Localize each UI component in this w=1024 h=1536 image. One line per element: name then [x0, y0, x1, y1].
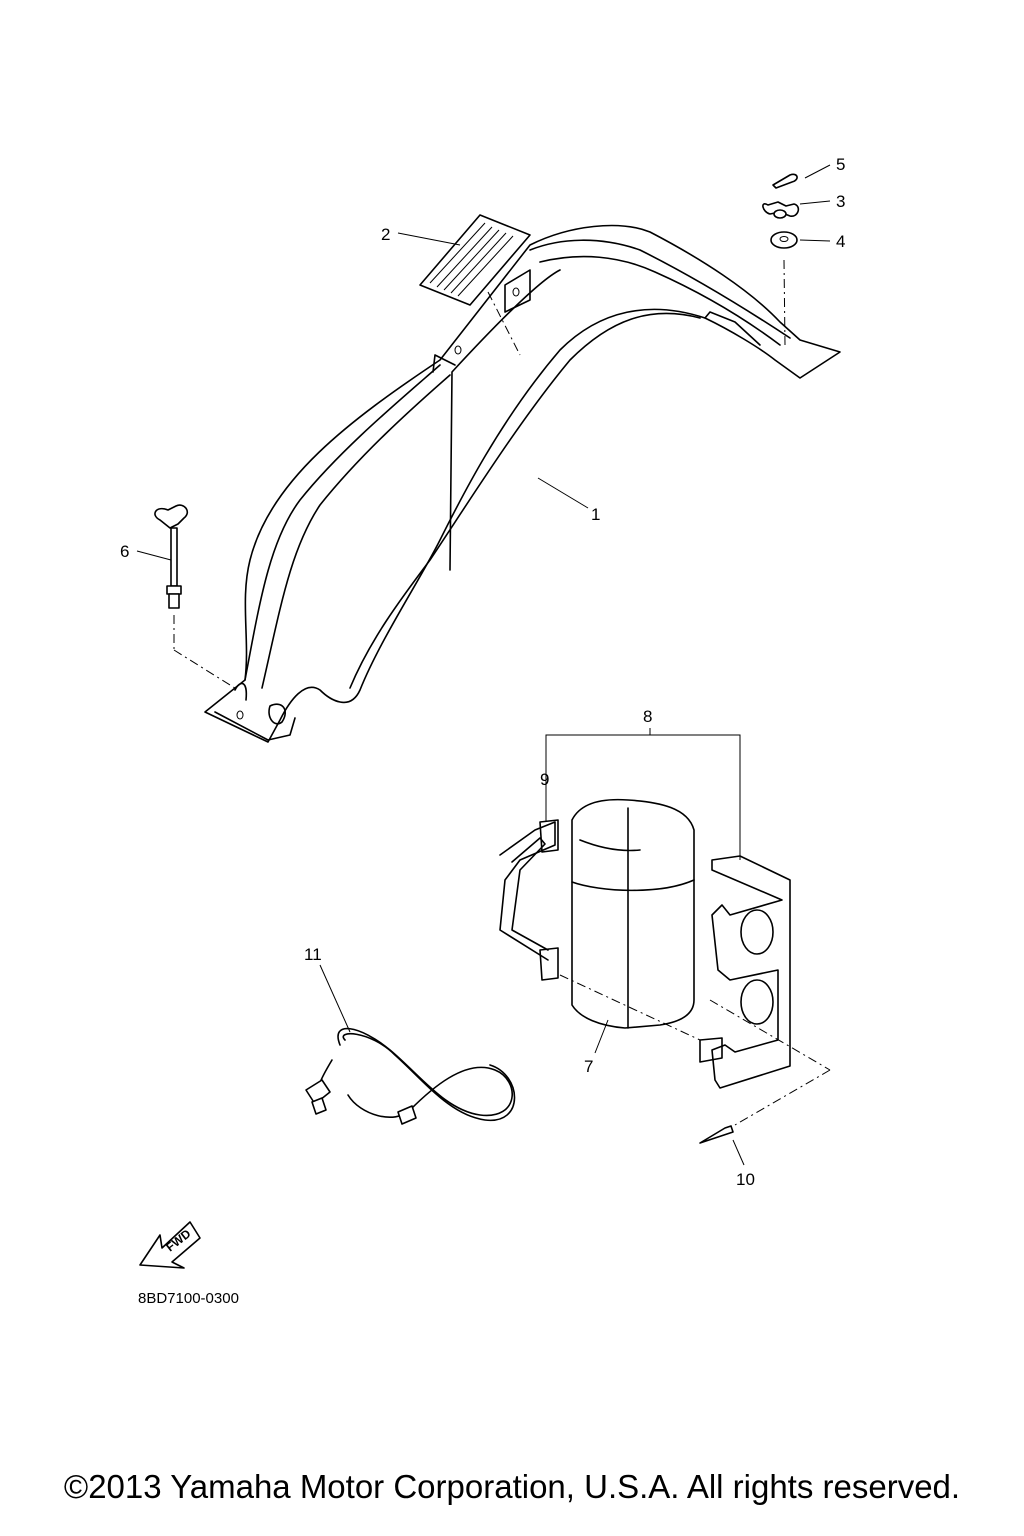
bolt-part — [154, 504, 189, 609]
callout-2: 2 — [381, 225, 390, 244]
callout-6: 6 — [120, 542, 129, 561]
leader-11 — [319, 964, 351, 1033]
callout-11: 11 — [304, 945, 322, 964]
forward-arrow-icon: FWD — [139, 1221, 201, 1269]
leader-4 — [799, 239, 831, 242]
callout-8: 8 — [643, 707, 652, 726]
strap-part — [499, 819, 559, 981]
callout-4: 4 — [836, 232, 845, 251]
callout-3: 3 — [836, 192, 845, 211]
bracket-part — [699, 855, 791, 1089]
fender-part — [204, 224, 841, 743]
battery-box-part — [571, 798, 695, 1029]
callout-10: 10 — [736, 1170, 755, 1189]
copyright-notice: ©2013 Yamaha Motor Corporation, U.S.A. A… — [63, 1468, 961, 1505]
rivet-part — [699, 1125, 734, 1144]
leader-7 — [594, 1019, 609, 1054]
decal-part — [419, 214, 531, 356]
wing-nut-part — [762, 201, 800, 219]
leader-1 — [537, 477, 589, 509]
leader-8 — [545, 728, 741, 860]
leader-2 — [397, 232, 461, 246]
callout-1: 1 — [591, 505, 600, 524]
leader-5 — [804, 164, 831, 179]
diagram-code: 8BD7100-0300 — [138, 1290, 239, 1307]
callout-5: 5 — [836, 155, 845, 174]
wire-harness-part — [305, 1027, 516, 1125]
leader-10 — [732, 1139, 745, 1166]
leader-6 — [136, 550, 172, 561]
washer-part — [770, 231, 798, 249]
callout-7: 7 — [584, 1057, 593, 1076]
callout-9: 9 — [540, 770, 549, 789]
pin-part — [772, 173, 798, 189]
leader-3 — [799, 200, 831, 205]
